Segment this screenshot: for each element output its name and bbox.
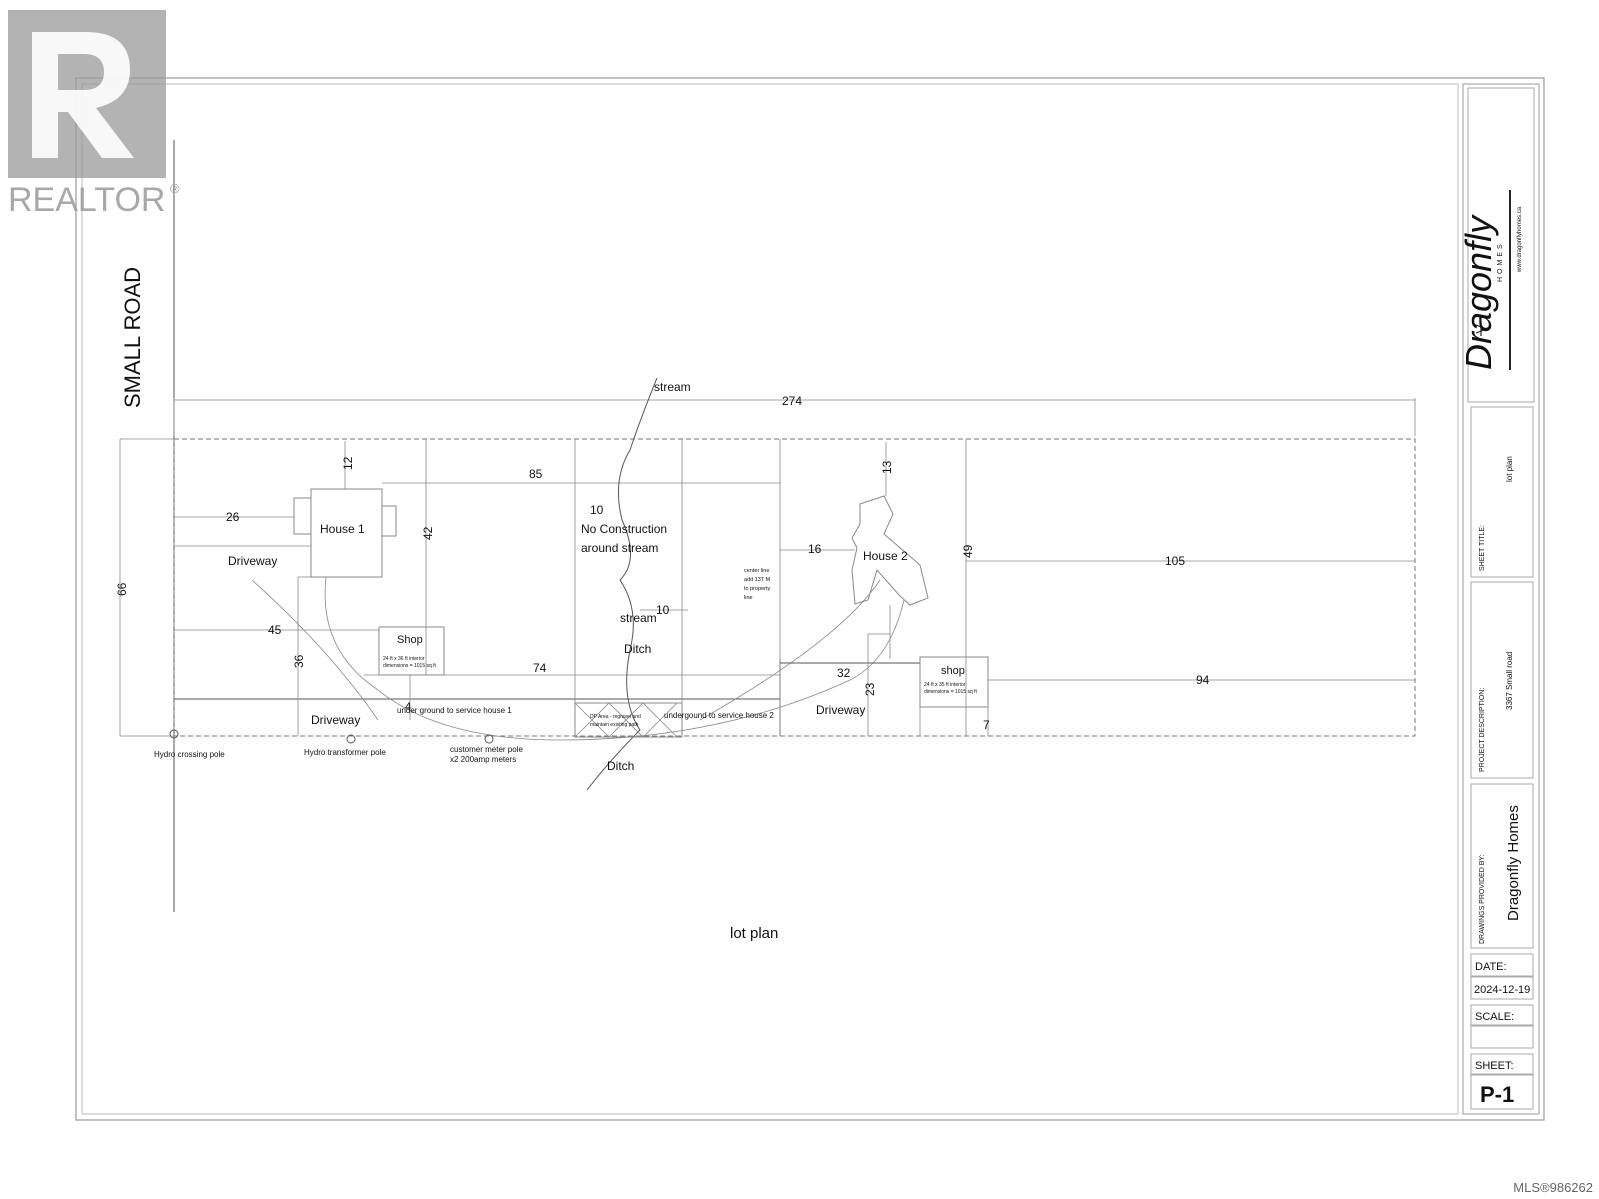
dim-94: 94 <box>1196 673 1210 687</box>
stream-label-mid: stream <box>620 611 657 625</box>
ditch-label-2: Ditch <box>607 759 634 773</box>
dim-45: 45 <box>268 623 282 637</box>
ditch-label-1: Ditch <box>624 642 651 656</box>
hydro-crossing-label: Hydro crossing pole <box>154 750 225 759</box>
logo-panel <box>1467 87 1535 403</box>
scale-value-cell <box>1470 1025 1534 1049</box>
service-house-2-note: undergound to service house 2 <box>664 711 774 720</box>
meter-pole-label-1: customer meter pole <box>450 745 523 754</box>
drawings-label: DRAWINGS PROVIDED BY: <box>1479 854 1486 944</box>
plan-caption: lot plan <box>730 925 778 942</box>
house-2 <box>851 495 929 606</box>
stream-label-top: stream <box>654 380 691 394</box>
dim-23: 23 <box>863 682 877 696</box>
scale-label: SCALE: <box>1475 1011 1514 1023</box>
realtor-logo: REALTOR ® <box>8 10 180 218</box>
dim-274: 274 <box>782 394 802 408</box>
mls-number: MLS®986262 <box>1513 1180 1593 1195</box>
project-panel <box>1470 581 1534 779</box>
dim-16: 16 <box>808 542 822 556</box>
property-line <box>173 438 1416 737</box>
dim-13: 13 <box>880 460 894 474</box>
date-label-cell <box>1470 953 1534 977</box>
drawings-value: Dragonfly Homes <box>1505 805 1522 921</box>
hydro-transformer-label: Hydro transformer pole <box>304 748 386 757</box>
house-1-label: House 1 <box>320 522 365 536</box>
scale-label-cell <box>1470 1004 1534 1026</box>
hydro-transformer-pole <box>346 734 356 744</box>
centerline-note-1: center line <box>744 568 769 574</box>
dim-66: 66 <box>115 582 129 596</box>
no-construction-line1: No Construction <box>581 522 667 536</box>
inner-frame <box>81 83 1459 1115</box>
registered-mark: ® <box>170 181 180 196</box>
shop-2-label: shop <box>941 665 965 677</box>
dp-area <box>574 702 683 738</box>
dim-42: 42 <box>421 526 435 540</box>
plan-annotations: House 1 House 2 Driveway Driveway Drivew… <box>154 380 978 942</box>
centerline-note-3: to property <box>744 586 771 592</box>
date-label: DATE: <box>1475 961 1507 973</box>
logo-wordmark: Dragonfly <box>1458 214 1499 370</box>
no-construction-line2: around stream <box>581 541 658 555</box>
dim-105: 105 <box>1165 554 1185 568</box>
customer-meter-pole <box>484 734 494 744</box>
project-value: 3367 Small road <box>1505 652 1514 710</box>
dim-10b: 10 <box>656 603 670 617</box>
dp-area-note-1: DP Area - regravel and <box>590 714 641 720</box>
dim-4: 4 <box>405 701 411 713</box>
sheet-title-value: lot plan <box>1505 456 1514 482</box>
drawings-panel <box>1470 783 1534 949</box>
plan-linework <box>169 377 1415 791</box>
sheet-value-cell <box>1470 1074 1534 1110</box>
realtor-wordmark: REALTOR <box>8 181 165 218</box>
service-house-1-note: under ground to service house 1 <box>397 706 512 715</box>
sheet-number: P-1 <box>1480 1082 1514 1107</box>
house-2-label: House 2 <box>863 549 908 563</box>
date-value: 2024-12-19 <box>1474 984 1530 996</box>
dim-85: 85 <box>529 467 543 481</box>
dim-32: 32 <box>837 666 851 680</box>
date-value-cell <box>1470 976 1534 1000</box>
driveway-2-label: Driveway <box>311 713 360 727</box>
dim-26: 26 <box>226 510 240 524</box>
dimension-overall: 274 <box>173 394 1416 436</box>
shop-2-note-2: dimensions = 1015 sq ft <box>924 689 978 695</box>
dim-49: 49 <box>961 544 975 558</box>
driveway-3-label: Driveway <box>816 703 865 717</box>
title-block: Dragonfly HOMES www.dragonflyhomes.ca SH… <box>1458 83 1540 1115</box>
project-label: PROJECT DESCRIPTION: <box>1479 688 1486 772</box>
dimension-labels: 12 26 85 42 45 36 74 4 10 10 16 13 49 10… <box>226 456 1210 732</box>
shop-2 <box>919 656 989 708</box>
shop-1-label: Shop <box>397 634 423 646</box>
logo-tagline: HOMES <box>1497 241 1504 282</box>
outer-frame <box>75 77 1545 1121</box>
shop-2-note-1: 24 ft x 35 ft interior <box>924 682 966 688</box>
dim-74: 74 <box>533 661 547 675</box>
hydro-crossing-pole <box>169 729 179 739</box>
shop-1-note-2: dimensions = 1015 sq ft <box>383 663 437 669</box>
meter-pole-label-2: x2 200amp meters <box>450 755 516 764</box>
road: SMALL ROAD <box>120 140 175 912</box>
road-label: SMALL ROAD <box>120 267 145 408</box>
driveway-1-label: Driveway <box>228 554 277 568</box>
sheet-title-panel <box>1470 406 1534 578</box>
centerline-note-2: add 13T M <box>744 577 771 583</box>
sheet-label-cell <box>1470 1053 1534 1075</box>
dragonfly-logo: Dragonfly HOMES www.dragonflyhomes.ca <box>1458 190 1523 370</box>
dp-area-note-2: maintain existing path <box>590 722 639 728</box>
dim-36: 36 <box>292 654 306 668</box>
sheet-label: SHEET: <box>1475 1060 1514 1072</box>
dim-7: 7 <box>983 718 990 732</box>
shop-1-note-1: 24 ft x 36 ft interior <box>383 656 425 662</box>
company-url: www.dragonflyhomes.ca <box>1517 206 1523 273</box>
dim-12: 12 <box>341 456 355 470</box>
dim-10a: 10 <box>590 503 604 517</box>
sheet-title-label: SHEET TITLE: <box>1479 525 1486 571</box>
centerline-note-4: line <box>744 595 753 601</box>
